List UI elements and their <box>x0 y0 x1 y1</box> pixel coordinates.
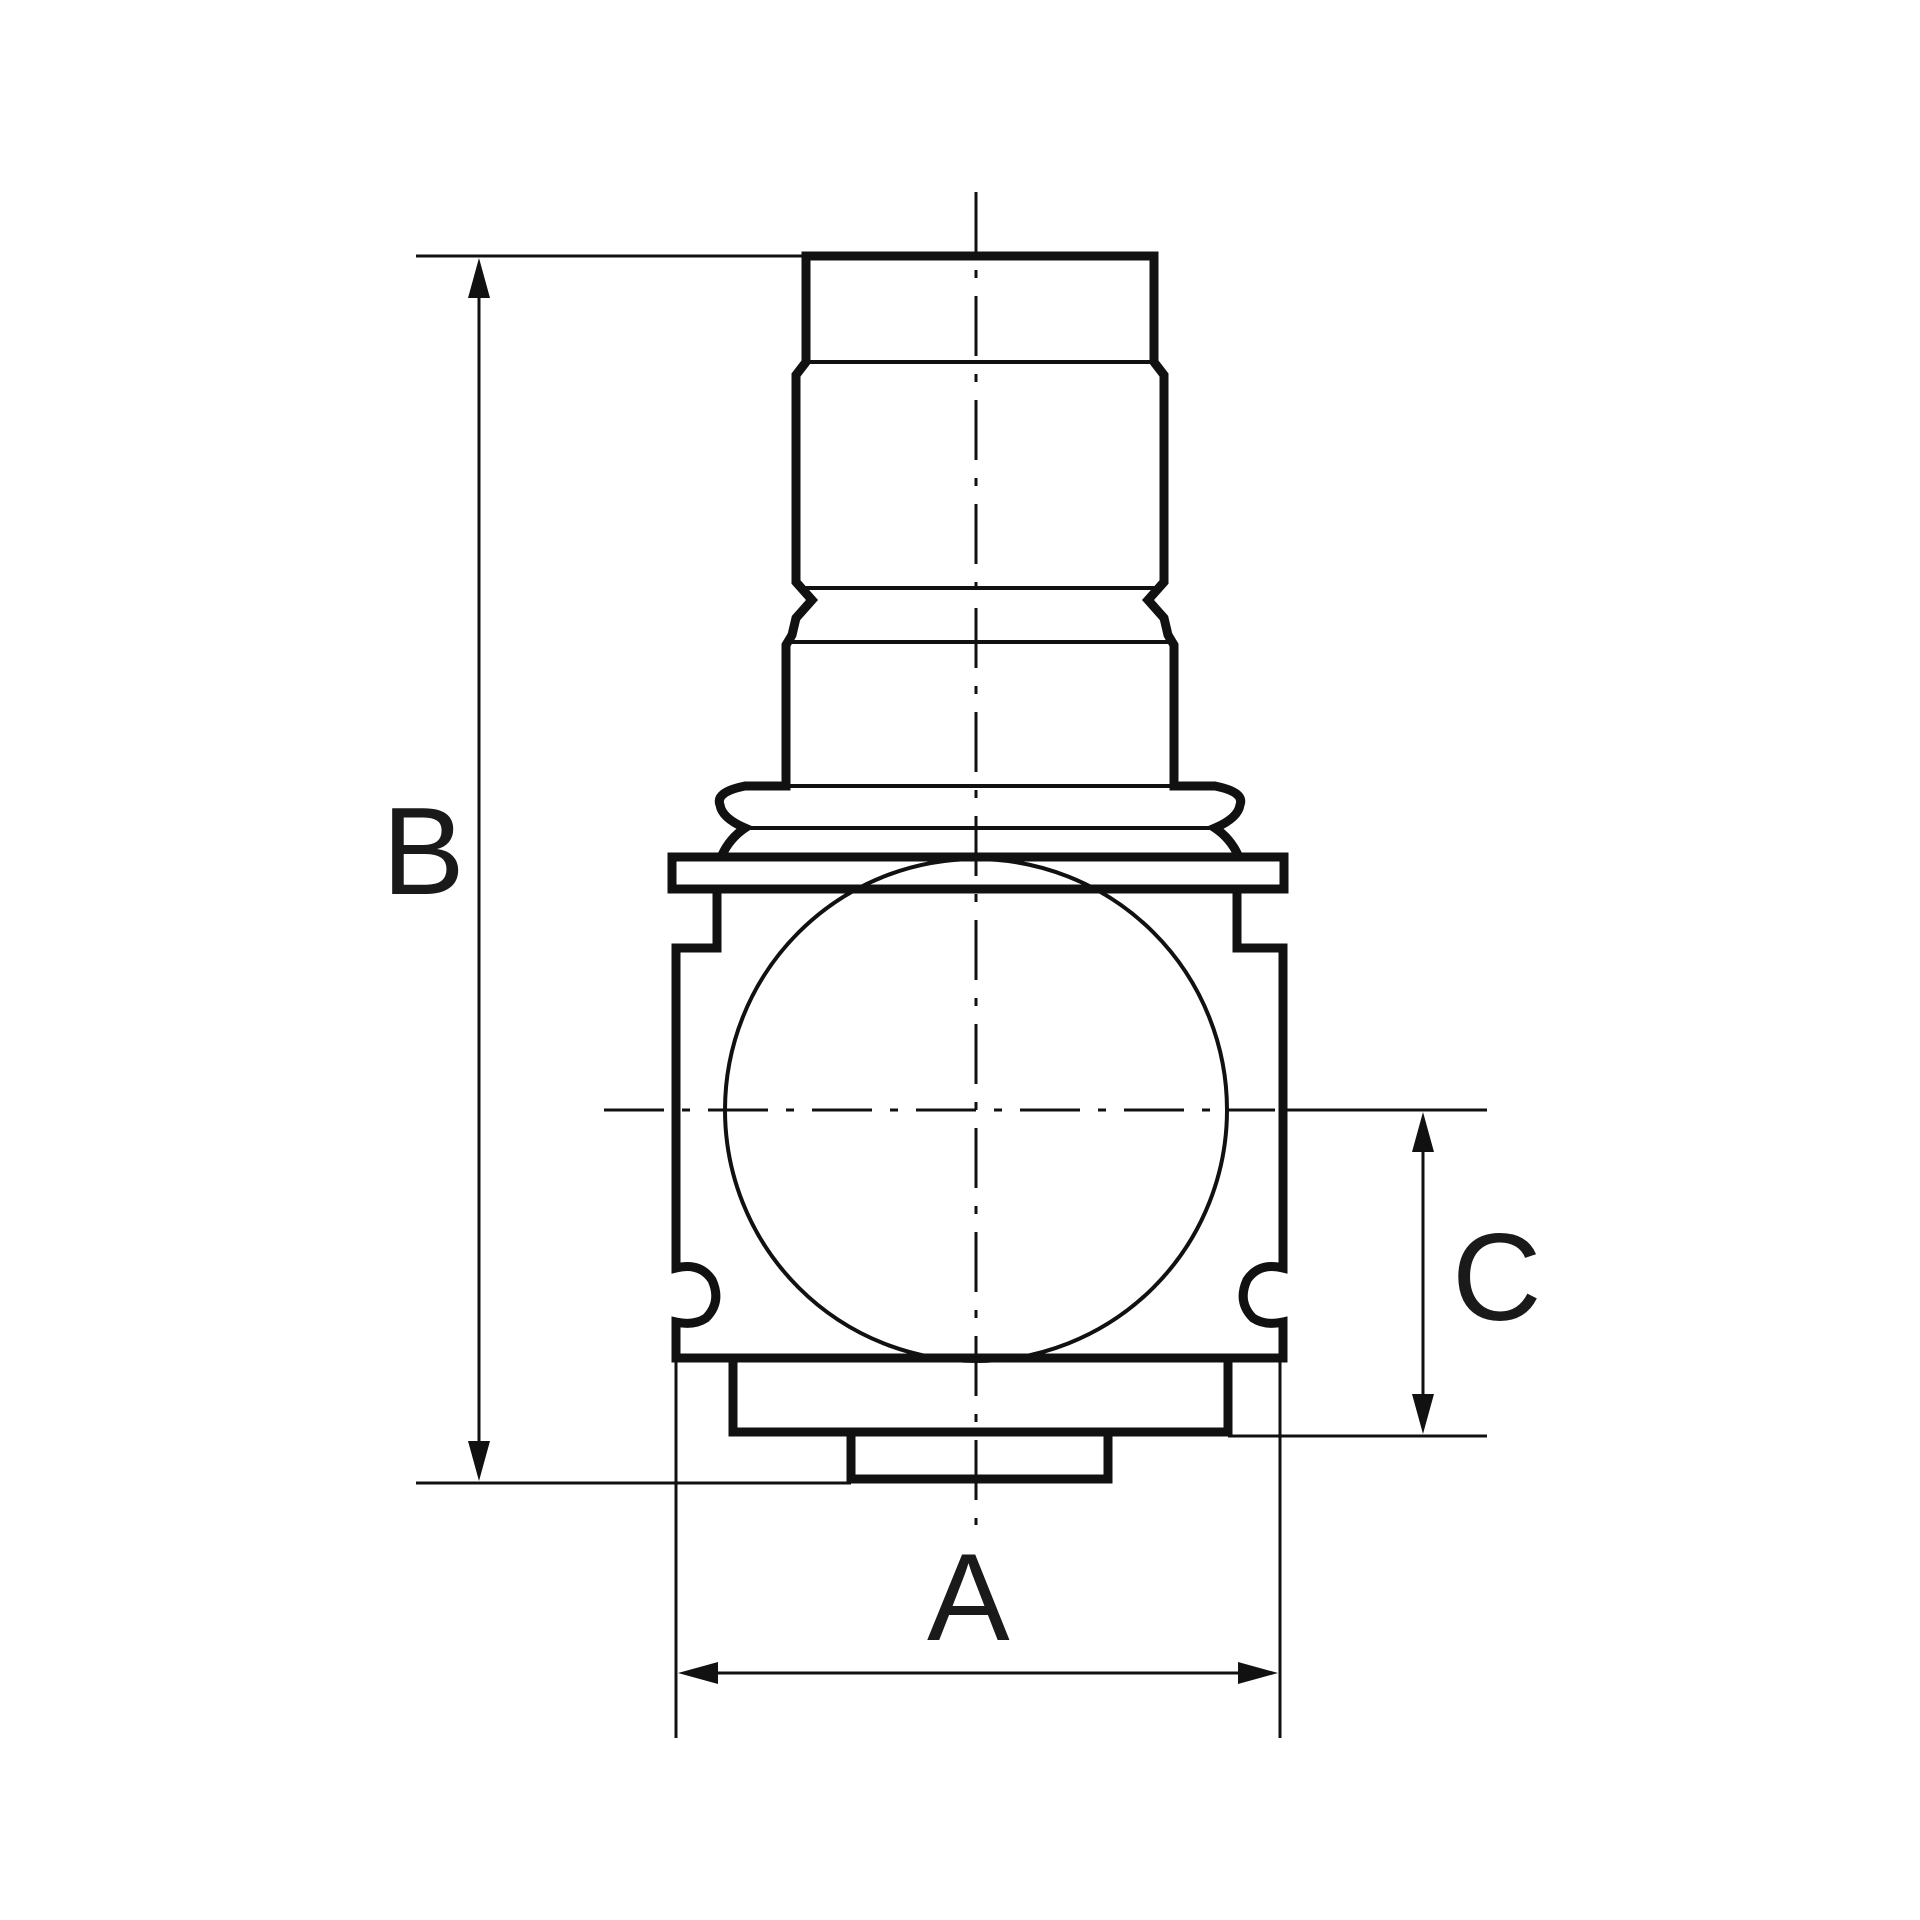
label-a: A <box>927 1529 1010 1667</box>
body-outline <box>671 884 1288 1363</box>
body <box>667 852 1289 1363</box>
ring-right <box>1169 781 1246 861</box>
label-c: C <box>1452 1209 1542 1347</box>
arrow-down-icon <box>1412 1394 1434 1434</box>
dimension-b: B <box>382 254 851 1485</box>
arrow-up-icon <box>1412 1112 1434 1152</box>
dimension-a: A <box>674 1362 1282 1738</box>
base-upper <box>728 1353 1233 1437</box>
bonnet <box>781 251 1179 791</box>
arrow-down-icon <box>468 1441 490 1481</box>
knob-cap <box>781 251 1179 791</box>
arrow-left-icon <box>678 1662 718 1684</box>
arrow-up-icon <box>468 258 490 298</box>
locking-ring <box>714 781 1246 861</box>
base-lower <box>846 1427 1113 1484</box>
arrow-right-icon <box>1238 1662 1278 1684</box>
dimension-c: C <box>1228 1108 1542 1438</box>
top-plate <box>667 852 1289 894</box>
gauge-circle <box>723 857 1229 1363</box>
label-b: B <box>382 783 465 921</box>
ring-left <box>714 781 791 861</box>
base <box>728 1353 1233 1484</box>
